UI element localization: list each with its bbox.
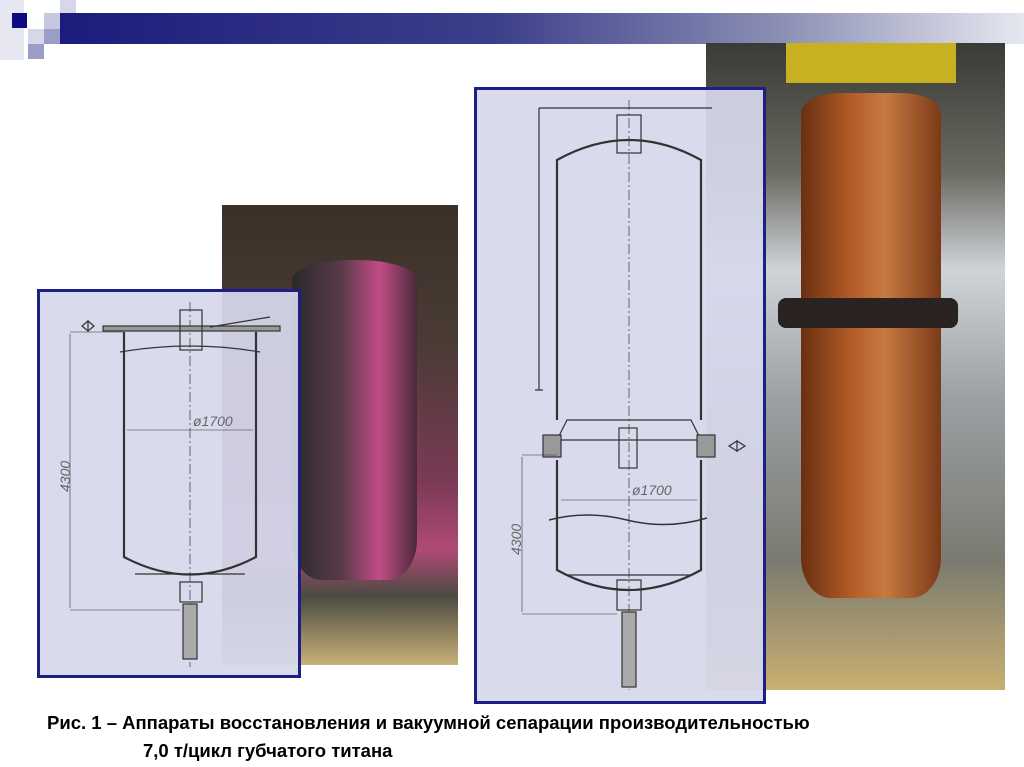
caption-line-1: Рис. 1 – Аппараты восстановления и вакуу… [47, 712, 810, 733]
diameter-label: ø1700 [193, 413, 233, 429]
drawing-separation-apparatus: ø1700 4300 [474, 87, 766, 704]
drawing-reduction-apparatus: ø1700 4300 [37, 289, 301, 678]
height-label: 4300 [508, 524, 524, 555]
diameter-label: ø1700 [632, 482, 672, 498]
caption-line-2: 7,0 т/цикл губчатого титана [143, 740, 393, 761]
height-label: 4300 [57, 461, 73, 492]
